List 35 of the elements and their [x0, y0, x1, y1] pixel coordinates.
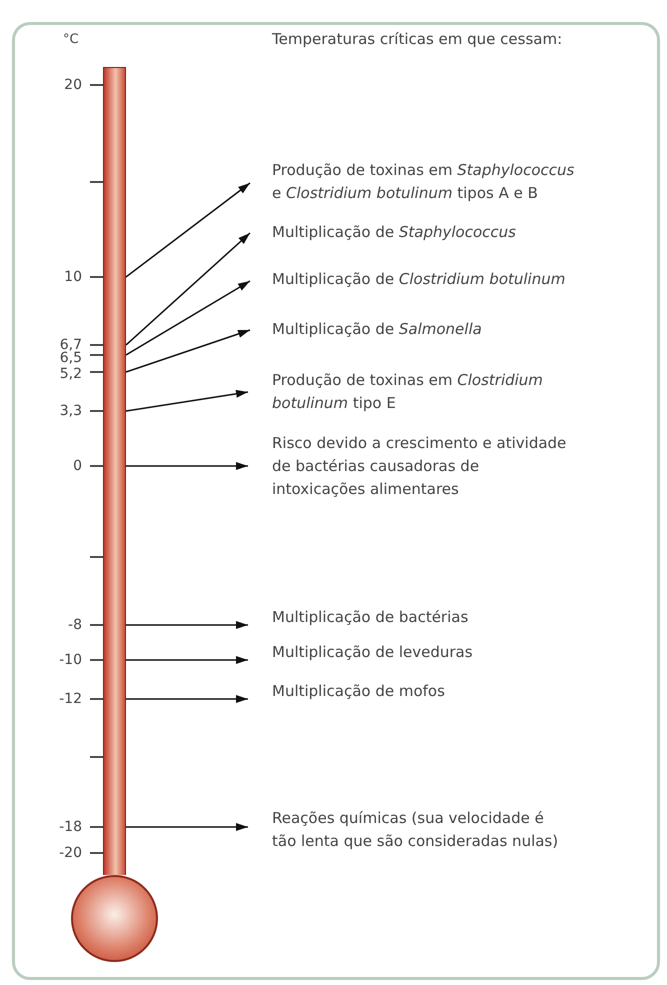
tick-label: 20 — [63, 77, 82, 93]
title: Temperaturas críticas em que cessam: — [272, 29, 562, 50]
tick-label: 3,3 — [58, 403, 82, 419]
annotation-text: Multiplicação de leveduras — [248, 641, 612, 664]
annotation-text: Risco devido a crescimento e atividade de bactérias causadoras de intoxicações alimentares — [248, 432, 577, 501]
tick-label: -12 — [58, 691, 82, 707]
annotation-text: Reações químicas (sua velocidade é tão lenta que são consideradas nulas) — [248, 807, 567, 853]
tick-label: -10 — [58, 652, 82, 668]
arrow — [126, 462, 248, 470]
arrow — [126, 280, 250, 356]
annotation-text: Multiplicação de bactérias — [248, 606, 612, 629]
arrow — [126, 232, 250, 346]
annotation-text: Multiplicação de Clostridium botulinum — [250, 268, 612, 291]
tick-label: 5,2 — [58, 366, 82, 382]
arrow — [126, 823, 248, 831]
arrow — [126, 695, 248, 703]
tick-label: 6,7 — [58, 337, 82, 353]
tick-label: -20 — [58, 845, 82, 861]
tick-label: 0 — [72, 458, 82, 474]
arrow — [126, 329, 250, 373]
arrow — [126, 656, 248, 664]
tick-label: 10 — [63, 269, 82, 285]
arrow — [126, 390, 248, 412]
arrow — [126, 621, 248, 629]
tick-label: 6,5 — [58, 350, 82, 366]
annotation-text: Produção de toxinas em Staphylococcus e Clostridium botulinum tipos A e B — [250, 159, 584, 205]
annotation-text: Multiplicação de mofos — [248, 680, 612, 703]
tick-label: -18 — [58, 819, 82, 835]
annotation-text: Multiplicação de Salmonella — [250, 318, 612, 341]
annotation-text: Multiplicação de Staphylococcus — [250, 221, 612, 244]
arrow — [126, 182, 250, 278]
annotation-text: Produção de toxinas em Clostridium botulinum tipo E — [248, 369, 612, 415]
thermometer-tube — [103, 67, 126, 875]
tick-label: -8 — [67, 617, 82, 633]
unit-label: °C — [63, 32, 80, 48]
